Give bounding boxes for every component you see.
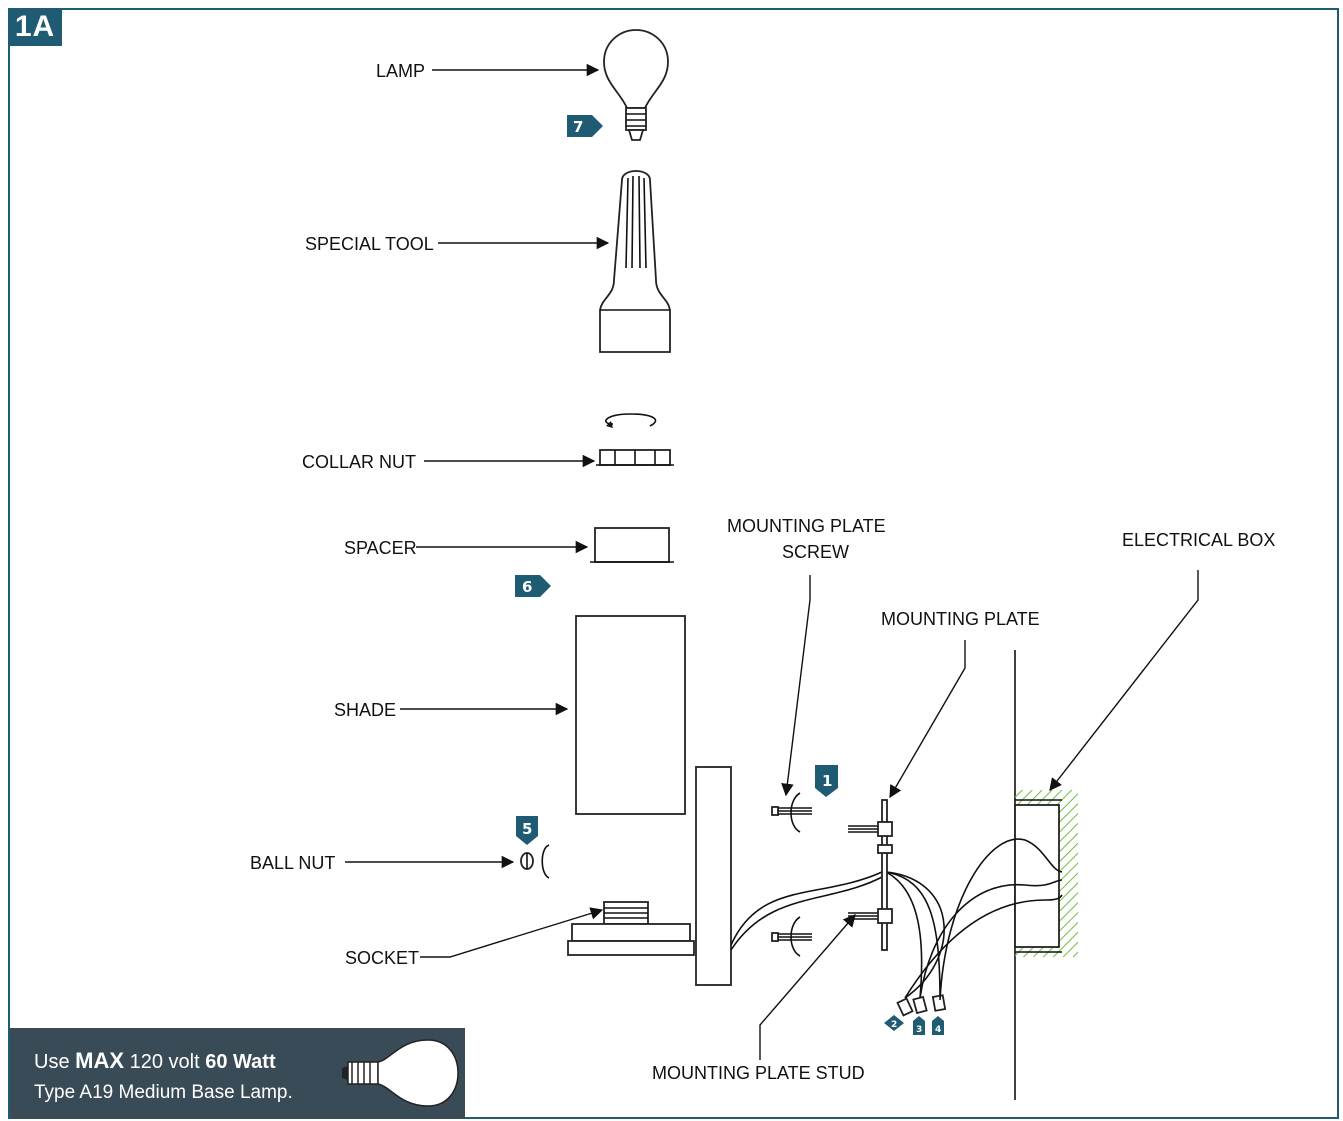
leader-socket (420, 907, 604, 958)
figure-frame (8, 8, 1339, 1119)
label-ball-nut: BALL NUT (250, 853, 335, 873)
fixture-wires (730, 871, 945, 1001)
electrical-box-part (904, 790, 1078, 1001)
mounting-plate-part (848, 799, 893, 951)
note-volt: 120 volt (129, 1051, 200, 1073)
leader-mounting-plate-screw (781, 575, 811, 797)
label-mounting-plate-screw-2: SCREW (782, 542, 849, 562)
step-5-marker: 5 (516, 816, 538, 845)
svg-text:2: 2 (891, 1020, 897, 1030)
leader-electrical-box (1049, 570, 1199, 791)
figure-tag: 1A (8, 8, 62, 46)
mounting-plate-screw-top (771, 792, 812, 833)
lamp-bulb-icon (342, 1039, 459, 1107)
label-mounting-plate: MOUNTING PLATE (881, 609, 1040, 629)
step-6-marker: 6 (515, 575, 551, 597)
lamp-rating-note: Use MAX 120 volt 60 Watt Type A19 Medium… (10, 1028, 465, 1119)
label-special-tool: SPECIAL TOOL (305, 234, 434, 254)
step-3-marker: 3 (913, 1016, 925, 1035)
mounting-plate-screw-bottom (771, 916, 812, 957)
label-mounting-plate-screw-1: MOUNTING PLATE (727, 516, 886, 536)
svg-text:7: 7 (573, 118, 583, 136)
note-line-1: Use MAX 120 volt 60 Watt (34, 1048, 276, 1074)
svg-text:1: 1 (822, 772, 832, 790)
wire-nuts (896, 994, 947, 1017)
socket-part (567, 901, 695, 956)
special-tool-part (599, 170, 671, 353)
fixture-backplate (695, 766, 732, 986)
note-max: MAX (75, 1048, 125, 1073)
svg-text:3: 3 (916, 1025, 922, 1035)
note-watt: 60 Watt (205, 1051, 276, 1073)
leader-mounting-plate (889, 640, 966, 799)
step-2-marker: 2 (884, 1015, 904, 1031)
spacer-part (590, 527, 674, 563)
lamp-part (603, 29, 669, 141)
label-lamp: LAMP (376, 61, 425, 81)
leader-mounting-plate-stud (759, 914, 856, 1060)
note-line-2: Type A19 Medium Base Lamp. (34, 1082, 293, 1103)
step-7-marker: 7 (567, 115, 603, 137)
note-prefix: Use (34, 1051, 70, 1073)
label-mounting-plate-stud: MOUNTING PLATE STUD (652, 1063, 865, 1083)
label-socket: SOCKET (345, 948, 419, 968)
shade-part (575, 615, 686, 815)
collar-nut-part (596, 413, 674, 466)
label-electrical-box: ELECTRICAL BOX (1122, 530, 1275, 550)
svg-text:5: 5 (522, 820, 532, 838)
step-4-marker: 4 (932, 1016, 944, 1035)
svg-text:4: 4 (935, 1025, 941, 1035)
label-shade: SHADE (334, 700, 396, 720)
svg-text:6: 6 (522, 578, 532, 596)
step-1-marker: 1 (815, 765, 838, 797)
ball-nut-part (520, 844, 550, 879)
label-collar-nut: COLLAR NUT (302, 452, 416, 472)
label-spacer: SPACER (344, 538, 417, 558)
